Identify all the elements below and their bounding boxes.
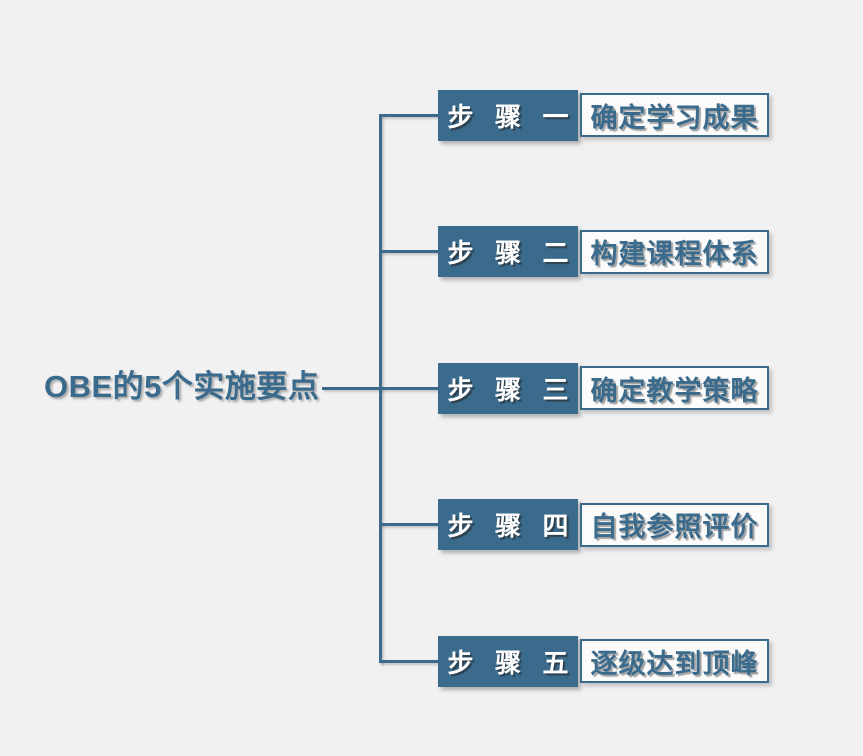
step-5-description-box: 逐级达到顶峰	[580, 639, 769, 683]
step-1-description-box: 确定学习成果	[580, 93, 769, 137]
step-4-label-box: 步 骤 四	[438, 499, 578, 550]
connector-branch-line-1	[379, 113, 440, 117]
connector-branch-line-4	[379, 523, 440, 526]
step-5-label: 步 骤 五	[447, 647, 569, 678]
step-2-description-box: 构建课程体系	[580, 229, 769, 274]
step-4-label: 步 骤 四	[447, 511, 569, 541]
step-5-label-box: 步 骤 五	[438, 635, 578, 687]
step-3-label-box: 步 骤 三	[438, 362, 578, 414]
connector-branch-line-5	[379, 659, 440, 663]
diagram-title: OBE的5个实施要点	[44, 369, 320, 404]
connector-main-line	[322, 386, 380, 390]
step-1-description: 确定学习成果	[590, 102, 759, 133]
step-2-description: 构建课程体系	[590, 239, 759, 269]
step-1-label-box: 步 骤 一	[438, 89, 578, 141]
step-3-description: 确定教学策略	[590, 375, 759, 406]
step-4-description: 自我参照评价	[590, 512, 759, 542]
step-2-label: 步 骤 二	[447, 238, 569, 268]
step-3-label: 步 骤 三	[447, 374, 569, 405]
connector-branch-line-2	[379, 250, 440, 253]
step-2-label-box: 步 骤 二	[438, 226, 578, 277]
step-5-description: 逐级达到顶峰	[590, 648, 759, 679]
connector-branch-line-3	[379, 386, 440, 390]
step-3-description-box: 确定教学策略	[580, 366, 769, 410]
step-1-label: 步 骤 一	[447, 101, 569, 132]
step-4-description-box: 自我参照评价	[580, 502, 769, 547]
